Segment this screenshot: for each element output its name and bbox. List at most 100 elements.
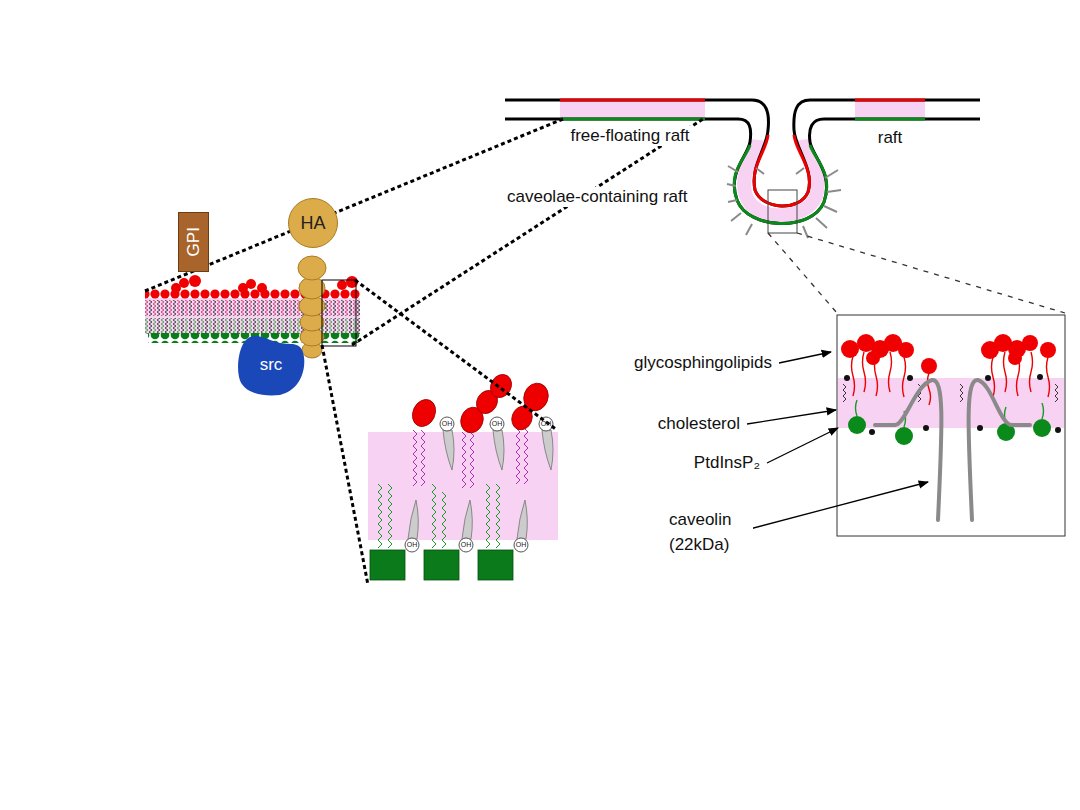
callout-arrows-part (747, 410, 836, 424)
lipid-detail-part-part (462, 432, 466, 488)
membrane-overview-part-part (825, 170, 838, 178)
caveola-inset-part-part (1055, 384, 1058, 402)
zoom-lines-part (322, 345, 368, 585)
lipid-detail-part-part (486, 484, 490, 548)
membrane-bilayer-part (171, 275, 358, 293)
caveola-inset-part-part (907, 375, 913, 381)
caveola-inset-part-part (1047, 357, 1050, 397)
lipid-detail-part-part (388, 484, 392, 548)
hydroxyl-label: OH (407, 541, 418, 549)
membrane-overview-part-part (728, 166, 738, 172)
membrane-overview-part-part (816, 218, 827, 228)
node-text: GPI (184, 227, 204, 256)
caveola-inset-part-part (977, 425, 983, 431)
lipid-detail-part-part (514, 538, 528, 552)
membrane-overview-part (855, 99, 925, 102)
raft-label: raft (876, 128, 905, 148)
membrane-bilayer (145, 275, 360, 343)
caveola-inset-part-part (869, 429, 875, 435)
callout-label: PtdInsP₂ (692, 453, 762, 473)
lipid-detail-part-part (496, 484, 500, 548)
membrane-overview-part-part (746, 224, 752, 235)
lipid-detail-part-part (443, 430, 454, 470)
raft-label: caveolae-containing raft (505, 187, 690, 207)
caveola-inset (837, 315, 1065, 536)
blob-shape (238, 336, 304, 396)
membrane-overview-part (560, 99, 705, 102)
membrane-overview-part-part (824, 206, 837, 212)
membrane-overview-part (727, 166, 841, 238)
membrane-overview-part (768, 190, 797, 233)
lipid-detail-part (405, 417, 553, 552)
caveola-inset-part (875, 380, 1030, 520)
lipid-detail-part (370, 550, 513, 580)
membrane-overview-part (560, 118, 705, 121)
membrane-overview-part-part (728, 200, 737, 202)
callout-arrows (742, 352, 928, 531)
caveola-inset-part-part (1008, 351, 1022, 365)
lipid-detail-part-part (432, 484, 436, 548)
membrane-bilayer-part (145, 318, 360, 334)
lipid-detail-part (413, 428, 528, 488)
caveola-inset-part-part (866, 351, 880, 365)
caveola-inset-part (848, 416, 1051, 445)
callout-label: glycosphingolipids (632, 353, 774, 373)
caveola-inset-part-part (848, 416, 866, 434)
zoom-frame (322, 280, 356, 346)
callout-arrows-part (742, 482, 928, 531)
membrane-overview-part-part (803, 226, 808, 238)
lipid-detail-part (408, 371, 552, 436)
caveola-inset-part-part (960, 384, 963, 402)
hydroxyl-label: OH (516, 541, 527, 549)
membrane-overview-part (734, 145, 827, 224)
membrane-bilayer-part-part (337, 280, 347, 290)
membrane-overview-part (505, 100, 980, 206)
lipid-detail-part-part (408, 500, 418, 539)
node-text: src (260, 355, 283, 375)
lipid-detail-part-part (459, 538, 473, 552)
lipid-detail-part-part (517, 500, 527, 539)
zoom-lines-part (355, 280, 557, 430)
lipid-detail-part-part (413, 430, 417, 486)
lipid-detail-part-part (370, 550, 405, 580)
caveola-inset-part-part (889, 352, 892, 392)
caveola-inset-part-part (863, 352, 866, 392)
membrane-overview-part (560, 100, 705, 119)
membrane-overview (505, 100, 1065, 313)
membrane-overview-part (855, 118, 925, 121)
membrane-overview-part-part (796, 168, 804, 174)
membrane-overview-part-part (727, 184, 736, 186)
caveola-inset-part-part (1042, 403, 1044, 419)
caveola-inset-part-part (1022, 335, 1038, 351)
ha-stem-part (298, 256, 326, 280)
caveola-inset-part-part (1030, 352, 1033, 392)
lipid-detail-part (408, 430, 553, 539)
lipid-detail-part-part (421, 430, 425, 486)
node-text: HA (300, 213, 325, 234)
membrane-bilayer-part (145, 298, 360, 334)
lipid-detail-part-part (378, 484, 382, 548)
caveola-inset-part-part (1033, 419, 1051, 437)
membrane-bilayer-part-part (179, 278, 189, 288)
caveola-inset-part-part (1037, 374, 1043, 380)
hydroxyl-label: OH (541, 420, 552, 428)
caveola-inset-part-part (903, 357, 906, 397)
caveola-inset-part-part (844, 375, 850, 381)
lipid-detail (368, 371, 558, 580)
caveola-inset-part-part (843, 384, 846, 402)
caveola-inset-part-part (841, 340, 859, 358)
caveola-inset-part-part (992, 357, 995, 397)
membrane-bilayer-part-part (246, 279, 256, 289)
caveola-inset-part-part (898, 342, 914, 358)
zoom-lines-part (352, 119, 703, 345)
caveola-inset-part-part (1004, 352, 1007, 392)
caveola-inset-part (837, 315, 1065, 536)
caveola-inset-part (841, 334, 1056, 374)
membrane-bilayer-part-part (189, 275, 201, 287)
caveola-inset-part-part (1055, 427, 1061, 433)
lipid-detail-part-part (486, 371, 515, 402)
zoom-lines (145, 119, 703, 585)
caveola-inset-part (843, 384, 1058, 402)
